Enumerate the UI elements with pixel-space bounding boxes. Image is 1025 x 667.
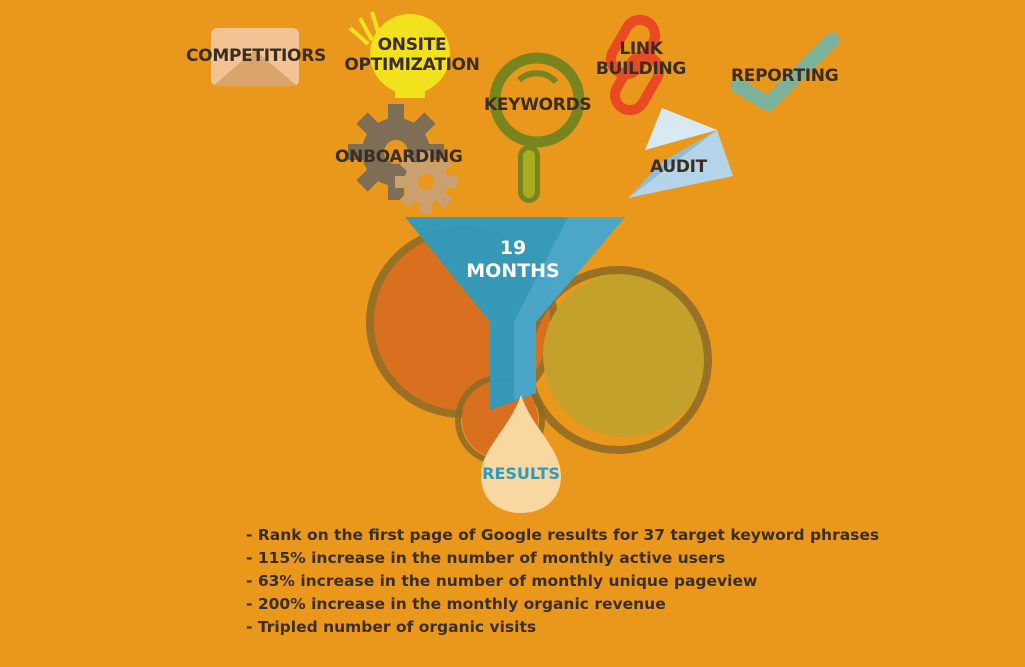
label-onsite-optimization: ONSITE OPTIMIZATION bbox=[337, 35, 487, 75]
results-list-item: - 200% increase in the monthly organic r… bbox=[246, 595, 666, 613]
olive-circle bbox=[543, 273, 707, 437]
label-onsite-line1: ONSITE bbox=[377, 35, 447, 55]
results-list-item: - Tripled number of organic visits bbox=[246, 618, 537, 636]
paper-plane-icon bbox=[628, 108, 733, 198]
results-list-item: - 115% increase in the number of monthly… bbox=[246, 549, 726, 567]
checkmark-icon bbox=[730, 32, 840, 112]
label-keywords: KEYWORDS bbox=[484, 95, 592, 115]
label-competitors: COMPETITIORS bbox=[186, 46, 326, 66]
label-link-building: LINK BUILDING bbox=[586, 39, 696, 79]
label-link-line1: LINK bbox=[619, 39, 663, 59]
chain-link-icon bbox=[606, 14, 664, 116]
magnifier-icon bbox=[489, 52, 585, 203]
funnel-line1: 19 bbox=[499, 237, 527, 259]
results-list: - Rank on the first page of Google resul… bbox=[246, 524, 879, 639]
label-link-line2: BUILDING bbox=[595, 59, 687, 79]
label-onboarding: ONBOARDING bbox=[335, 147, 463, 167]
gears-icon bbox=[348, 104, 457, 213]
funnel-line2: MONTHS bbox=[466, 260, 560, 282]
droplet-icon bbox=[481, 395, 561, 513]
funnel-icon bbox=[405, 217, 625, 410]
envelope-icon bbox=[211, 28, 299, 86]
label-audit: AUDIT bbox=[650, 157, 707, 177]
lightbulb-icon bbox=[348, 11, 450, 98]
label-onsite-line2: OPTIMIZATION bbox=[344, 55, 480, 75]
results-list-item: - Rank on the first page of Google resul… bbox=[246, 526, 880, 544]
label-reporting: REPORTING bbox=[731, 66, 839, 86]
results-label: RESULTS bbox=[482, 464, 560, 483]
results-list-item: - 63% increase in the number of monthly … bbox=[246, 572, 758, 590]
